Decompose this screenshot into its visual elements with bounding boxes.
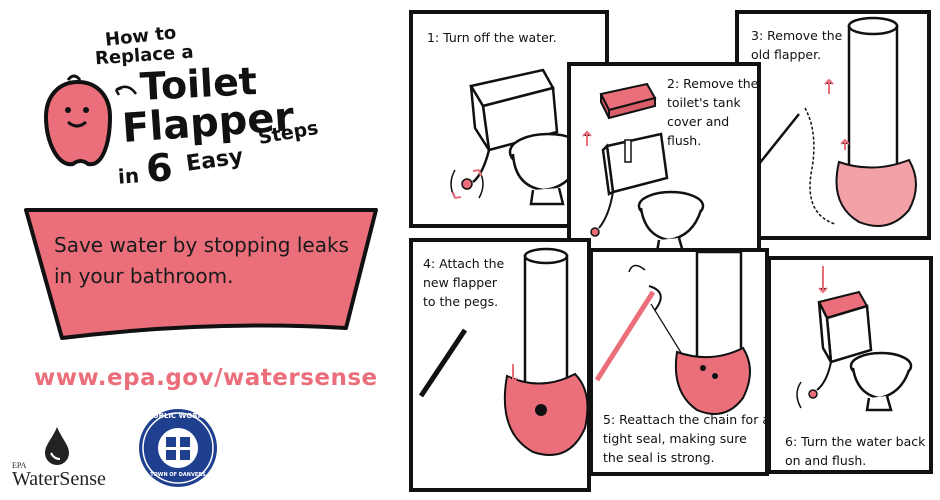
step-4-panel: 4: Attach the new flapper to the pegs. [409, 238, 591, 492]
step-3-panel: 3: Remove the old flapper. [735, 10, 931, 240]
step-2-panel: 2: Remove the toilet's tank cover and fl… [567, 62, 761, 260]
old-flapper-chain-icon [759, 78, 849, 225]
public-works-badge [139, 409, 217, 487]
title-six: 6 [144, 145, 174, 191]
curl-arrow-icon [114, 85, 138, 96]
title-easy: Easy [184, 144, 245, 177]
step-3-caption: 3: Remove the old flapper. [751, 28, 843, 62]
banner-shape [24, 208, 378, 340]
step-5-caption: 5: Reattach the chain for a tight seal, … [603, 412, 769, 465]
watersense-logo-text: WaterSense [12, 468, 106, 490]
step-2-caption: 2: Remove the toilet's tank cover and fl… [667, 76, 759, 148]
watersense-url[interactable]: www.epa.gov/watersense [34, 365, 378, 391]
badge-top-text: PUBLIC WORKS [147, 412, 209, 420]
step-6-panel: 6: Turn the water back on and flush. [767, 256, 933, 474]
overflow-tube-icon [835, 16, 917, 227]
open-tank-toilet-icon [582, 130, 705, 254]
step-5-panel: 5: Reattach the chain for a tight seal, … [589, 248, 769, 476]
chain-reattach-icon [594, 252, 751, 415]
banner-text: Save water by stopping leaks in your bat… [54, 233, 349, 288]
badge-bottom-text: TOWN OF DANVERS [150, 472, 206, 478]
water-drop-icon [45, 427, 69, 465]
new-flapper-icon [418, 247, 587, 456]
step-6-caption: 6: Turn the water back on and flush. [785, 434, 926, 468]
watersense-epa-label: EPA [12, 461, 27, 470]
valve-rotate-icon [450, 169, 484, 199]
tank-lid-icon [599, 82, 657, 120]
step-1-caption: 1: Turn off the water. [427, 30, 557, 45]
step-4-caption: 4: Attach the new flapper to the pegs. [423, 256, 505, 309]
flush-toilet-icon [796, 266, 913, 412]
flapper-mascot-icon [43, 74, 113, 167]
title-in: in [117, 163, 140, 189]
